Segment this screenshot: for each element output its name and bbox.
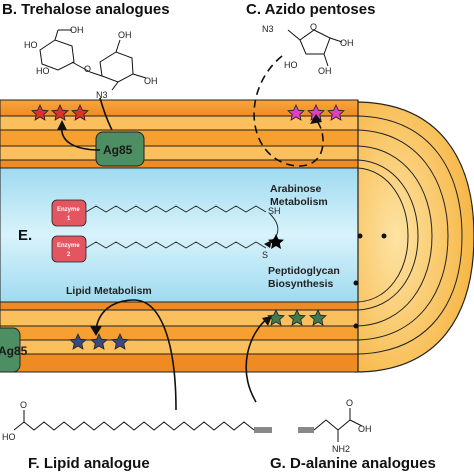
heading-e: E. (18, 227, 32, 244)
chem-o-1: O (84, 64, 91, 74)
chem-o-lipid: O (20, 400, 27, 410)
outer-membrane-top (0, 99, 359, 117)
chem-s: S (262, 250, 268, 260)
peptidoglycan-label-1: Peptidoglycan (268, 265, 340, 277)
chem-o-alanine: O (346, 398, 353, 408)
chem-ho-lipid: HO (2, 432, 16, 442)
arabinose-label-1: Arabinose (270, 183, 322, 195)
star (287, 104, 305, 121)
star (309, 309, 327, 326)
lipid-metabolism-label: Lipid Metabolism (66, 285, 152, 297)
green-stars (267, 309, 327, 326)
star (111, 333, 129, 350)
chem-oh-alanine: OH (358, 424, 372, 434)
navy-stars (69, 333, 129, 350)
pathway-arrows (61, 55, 324, 411)
arrow-dalanine-to-pg (245, 317, 269, 403)
arrow-lipid-to-membrane (95, 299, 177, 411)
trehalose-analogue-structure (39, 29, 147, 91)
arrow-pentose-to-arabinose (253, 55, 324, 167)
chem-oh-3: OH (144, 76, 158, 86)
heading-lipid-analogue: F. Lipid analogue (28, 455, 150, 472)
arrowheads (57, 114, 322, 336)
lipid-analogue-chain (13, 410, 272, 433)
arabinose-label-2: Metabolism (270, 196, 328, 208)
magenta-stars (287, 104, 345, 121)
peptidoglycan-layer-bottom (0, 325, 359, 341)
heading-azido: C. Azido pentoses (246, 1, 375, 18)
star (90, 333, 108, 350)
heading-trehalose: B. Trehalose analogues (2, 1, 170, 18)
junction-dots (353, 233, 387, 329)
star (51, 104, 69, 121)
chem-nh2: NH2 (332, 444, 350, 454)
dalanine-analogue-structure (298, 408, 363, 442)
inner-membrane-bottom (0, 301, 359, 311)
heading-dalanine: G. D-alanine analogues (270, 455, 436, 472)
arabinogalactan-layer-bottom (0, 339, 359, 355)
enzyme-1-label: Enzyme (57, 207, 80, 213)
chem-oh-1: OH (70, 25, 84, 35)
cytoplasm (0, 167, 359, 303)
star (327, 104, 345, 121)
ag85-enzyme-bottom: Ag85 (0, 327, 28, 373)
enzyme-1: Enzyme 1 (51, 199, 87, 227)
ag85-enzyme: Ag85 (95, 131, 145, 167)
azido-pentose-structure (287, 29, 343, 67)
chem-oh-pentose-2: OH (318, 66, 332, 76)
chem-n3-trehalose: N3 (96, 90, 108, 100)
chem-sh: SH (268, 206, 281, 216)
star (69, 333, 87, 350)
star (288, 309, 306, 326)
enzyme-2-label: Enzyme (57, 243, 80, 249)
chem-ho-1: HO (24, 40, 38, 50)
star (31, 104, 49, 121)
inner-membrane-top (0, 159, 359, 169)
chem-ho-2: HO (36, 66, 50, 76)
outer-membrane-bottom (0, 353, 359, 373)
chem-ho-pentose: HO (284, 60, 298, 70)
ag85-label: Ag85 (103, 143, 133, 157)
periplasm-bottom (0, 309, 359, 327)
chem-oh-2: OH (118, 30, 132, 40)
red-stars (31, 104, 89, 121)
peptidoglycan-layer-top (0, 129, 359, 147)
chem-oh-pentose-1: OH (340, 38, 354, 48)
black-star-label (268, 234, 284, 249)
arabinogalactan-layer-top (0, 115, 359, 131)
arrow-trehalose-to-ag85 (99, 97, 113, 131)
peptidoglycan-label-2: Biosynthesis (268, 278, 334, 290)
chem-n3-pentose: N3 (262, 24, 274, 34)
enzyme-2-number: 2 (67, 252, 71, 258)
periplasm-top (0, 145, 359, 161)
star (71, 104, 89, 121)
enzyme-2: Enzyme 2 (51, 235, 87, 263)
star (267, 309, 285, 326)
chem-o-pentose: O (310, 22, 317, 32)
ag85-label-bottom: Ag85 (0, 344, 28, 358)
enzyme-1-number: 1 (67, 216, 71, 222)
cell-pole (354, 101, 474, 373)
